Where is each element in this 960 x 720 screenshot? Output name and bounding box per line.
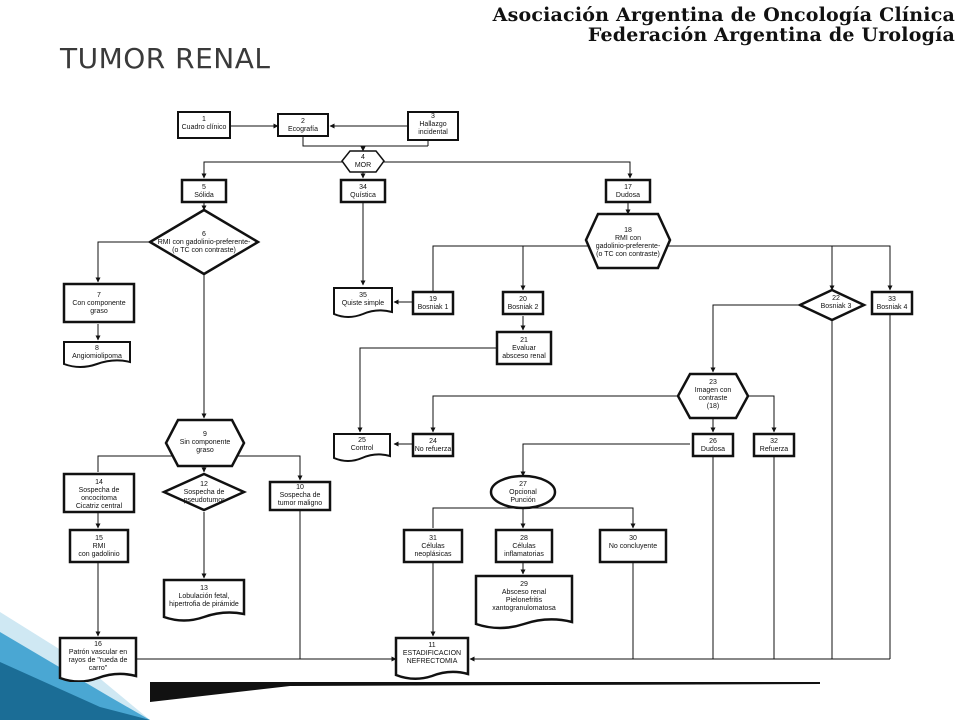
edge-23-24 xyxy=(430,395,680,433)
org-name-fau: Federación Argentina de Urología xyxy=(587,24,955,46)
decor-wedge-dark xyxy=(0,662,150,720)
edge-22-23 xyxy=(710,304,802,373)
edge-6-7 xyxy=(95,241,158,283)
edge-2-4 xyxy=(302,136,366,152)
edge-21-25 xyxy=(357,347,500,433)
bus-4 xyxy=(203,161,633,179)
bus-27 xyxy=(432,507,636,529)
edge-23-32 xyxy=(746,395,777,433)
decor-bar-shadow xyxy=(150,682,820,702)
slide-title: TUMOR RENAL xyxy=(60,42,271,75)
edge-26-27 xyxy=(520,443,690,477)
bottom-bar-decoration xyxy=(150,682,820,702)
org-name-aaoc: Asociación Argentina de Oncología Clínic… xyxy=(492,4,955,26)
